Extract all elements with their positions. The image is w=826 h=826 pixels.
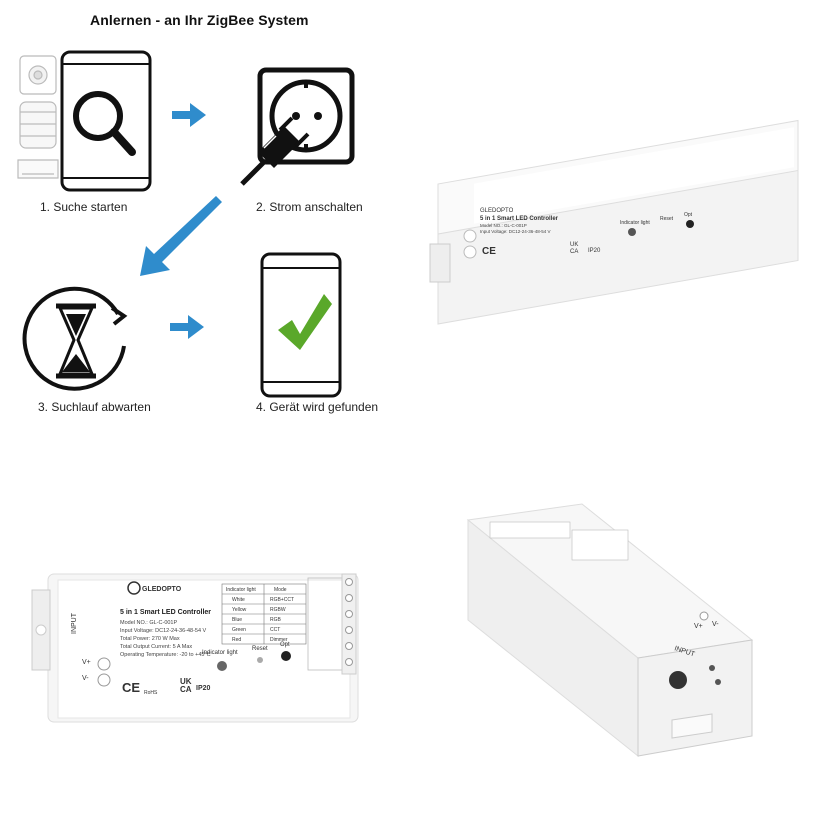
step3-label: 3. Suchlauf abwarten (38, 400, 151, 414)
page-title: Anlernen - an Ihr ZigBee System (90, 12, 309, 28)
vminus-label: V- (82, 675, 89, 682)
step3-illustration (22, 286, 128, 391)
device-power: Total Power: 270 W Max (120, 636, 180, 642)
ip-rating: IP20 (588, 248, 601, 254)
phone-icon (260, 252, 342, 398)
svg-text:Dimmer: Dimmer (270, 637, 288, 643)
arrow-right-icon (172, 103, 206, 127)
arrow-right-icon (170, 315, 204, 339)
ukca-mark: UK (570, 242, 578, 248)
vminus-label: V- (712, 621, 719, 628)
step2-label: 2. Strom anschalten (256, 200, 363, 214)
ip-rating: IP20 (196, 685, 211, 692)
step1-label: 1. Suche starten (40, 200, 128, 214)
device-product: 5 in 1 Smart LED Controller (120, 609, 211, 616)
svg-text:CA: CA (570, 249, 578, 255)
step2-illustration (240, 67, 355, 186)
input-label: INPUT (71, 612, 78, 634)
hourglass-icon (56, 303, 96, 379)
vplus-label: V+ (694, 623, 703, 630)
vplus-label: V+ (82, 659, 91, 666)
svg-text:White: White (232, 597, 245, 603)
output-terminals (307, 573, 357, 675)
device-voltage: Input Voltage: DC12-24-36-48-54 V (480, 229, 551, 234)
svg-text:Mode: Mode (274, 587, 287, 593)
ukca-mark: UK (180, 677, 192, 686)
device-current: Total Output Current: 5 A Max (120, 644, 192, 650)
opt-label: Opt (684, 212, 693, 218)
step4-label: 4. Gerät wird gefunden (256, 400, 379, 414)
step4-illustration (260, 252, 342, 398)
svg-text:Green: Green (232, 627, 246, 633)
product-photo-end: INPUT V+ V- (466, 503, 754, 758)
zigbee-hub-icons (17, 55, 59, 179)
arrow-down-left-icon (140, 196, 222, 276)
step1-illustration (17, 50, 152, 192)
plug-icon (240, 116, 310, 186)
device-temperature: Operating Temperature: -20 to +45°C (120, 652, 211, 658)
output-terminals (489, 521, 629, 561)
device-brand: GLEDOPTO (142, 586, 182, 593)
svg-text:Blue: Blue (232, 617, 242, 623)
device-voltage: Input Voltage: DC12-24-36-48-54 V (120, 628, 207, 634)
search-icon (73, 91, 136, 156)
checkmark-icon (278, 294, 332, 350)
svg-text:RGBW: RGBW (270, 607, 286, 613)
device-model: Model NO.: GL-C-001P (480, 223, 527, 228)
product-photo-angled: GLEDOPTO 5 in 1 Smart LED Controller Mod… (429, 119, 799, 325)
svg-text:CCT: CCT (270, 627, 280, 633)
svg-text:Red: Red (232, 637, 241, 643)
mode-table: Indicator light Mode White RGB+CCT Yello… (221, 583, 307, 645)
device-brand: GLEDOPTO (480, 208, 514, 214)
svg-text:RGB: RGB (270, 617, 282, 623)
indicator-label: Indicator light (202, 650, 238, 656)
device-model: Model NO.: GL-C-001P (120, 620, 177, 626)
indicator-label: Indicator light (620, 220, 650, 226)
svg-text:Indicator light: Indicator light (226, 587, 256, 593)
svg-text:CA: CA (180, 685, 192, 694)
ce-mark: CE (482, 246, 496, 257)
product-photo-front: GLEDOPTO 5 in 1 Smart LED Controller Mod… (31, 573, 359, 723)
reset-label: Reset (660, 216, 674, 222)
svg-text:Yellow: Yellow (232, 607, 247, 613)
svg-text:RGB+CCT: RGB+CCT (270, 597, 294, 603)
opt-label: Opt (280, 642, 290, 648)
phone-icon (60, 50, 152, 192)
rohs-mark: RoHS (144, 690, 158, 696)
reset-label: Reset (252, 646, 268, 652)
ce-mark: CE (122, 680, 140, 695)
device-product: 5 in 1 Smart LED Controller (480, 216, 559, 222)
